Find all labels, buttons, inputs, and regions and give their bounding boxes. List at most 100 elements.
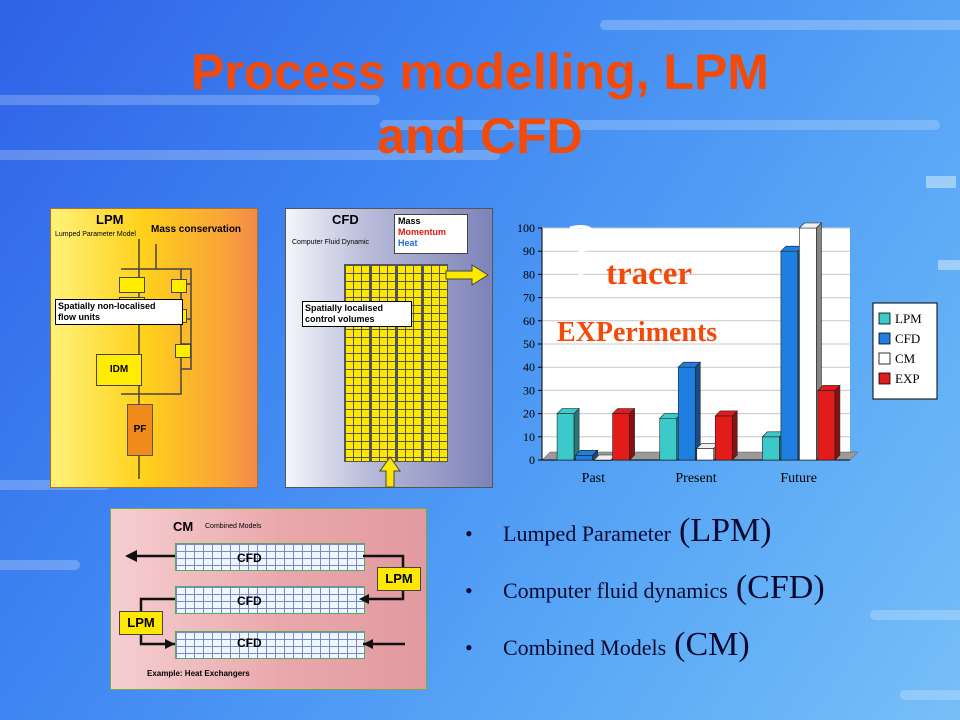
cm-cfd-grid <box>175 586 365 614</box>
bullet-abbr: (CM) <box>674 626 750 663</box>
lpm-unit <box>171 279 187 293</box>
bar-side <box>834 384 841 461</box>
cfd-grid-column <box>396 264 422 462</box>
cm-cfd-label: CFD <box>237 636 262 650</box>
decor-streak <box>900 690 960 700</box>
tracer-label: tracer <box>606 256 693 292</box>
experiments-label: EXPeriments <box>557 317 718 348</box>
lpm-unit <box>175 344 191 358</box>
cm-lpm-right-box: LPM <box>377 567 421 591</box>
bar <box>799 227 817 461</box>
y-tick-label: 80 <box>523 267 535 281</box>
lpm-callout: Spatially non-localised flow units <box>55 299 183 325</box>
y-tick-label: 0 <box>529 453 535 467</box>
bar <box>817 390 836 461</box>
cm-lpm-left-box: LPM <box>119 611 163 635</box>
cm-cfd-label: CFD <box>237 594 262 608</box>
cfd-callout: Spatially localised control volumes <box>302 301 412 327</box>
decor-streak <box>0 95 380 105</box>
y-tick-label: 60 <box>523 314 535 328</box>
legend-label: EXP <box>895 371 920 386</box>
lpm-diagram: LPM Lumped Parameter Model Mass conserva… <box>50 208 258 488</box>
pf-block: PF <box>127 404 153 456</box>
bullet-dot: • <box>465 521 473 546</box>
bar <box>780 250 799 461</box>
cm-panel-title: CM <box>173 519 194 534</box>
legend-mass: Mass <box>398 216 421 226</box>
y-tick-label: 10 <box>523 430 535 444</box>
cfd-arrows <box>379 264 489 487</box>
bar <box>714 415 733 461</box>
cfd-panel-title: CFD <box>332 212 359 227</box>
legend-label: CFD <box>895 331 920 346</box>
legend-swatch <box>878 332 891 345</box>
bar-side <box>629 407 635 461</box>
lpm-network-lines <box>121 239 192 479</box>
lpm-callout-line-2: flow units <box>58 312 100 322</box>
bar <box>575 455 593 461</box>
cfd-grid-column <box>370 264 396 462</box>
decor-streak <box>870 610 960 620</box>
y-tick-label: 50 <box>523 337 535 351</box>
y-tick-label: 40 <box>523 360 535 374</box>
cm-diagram: CM Combined Models CFD CFD CFD LPM <box>110 508 427 690</box>
cfd-callout-line-1: Spatially localised <box>305 303 384 313</box>
bullet-dot: • <box>465 635 473 660</box>
bar-side <box>592 449 598 461</box>
legend-label: LPM <box>895 311 922 326</box>
cm-footer: Example: Heat Exchangers <box>147 669 250 678</box>
slide-title: Process modelling, LPM and CFD <box>60 40 900 168</box>
legend-label: CM <box>895 351 916 366</box>
bar <box>612 413 630 461</box>
lpm-panel-subtitle: Lumped Parameter Model <box>55 231 136 238</box>
lpm-unit <box>119 277 145 293</box>
bullet-dot: • <box>465 578 473 603</box>
x-tick-label: Present <box>675 471 716 486</box>
bar <box>762 436 780 461</box>
cm-flow-lines <box>125 550 405 649</box>
legend-momentum: Momentum <box>398 227 446 237</box>
cfd-grid-column <box>422 264 448 462</box>
question-mark: ? <box>566 209 599 291</box>
bullet-text: Lumped Parameter <box>503 521 671 546</box>
y-tick-label: 20 <box>523 407 535 421</box>
decor-streak <box>600 20 960 30</box>
decor-block <box>938 260 960 270</box>
bullet-item: • Combined Models (CM) <box>465 626 825 683</box>
lpm-panel-title: LPM <box>96 212 124 227</box>
legend-swatch <box>878 372 891 385</box>
cm-cfd-grid <box>175 631 365 659</box>
cfd-grid-column <box>344 264 370 462</box>
y-tick-label: 90 <box>523 244 535 258</box>
bar <box>659 417 678 461</box>
cm-panel-subtitle: Combined Models <box>205 523 262 530</box>
bullet-text: Computer fluid dynamics <box>503 578 728 603</box>
legend-heat: Heat <box>398 238 418 248</box>
idm-block: IDM <box>96 354 142 386</box>
decor-block <box>926 176 956 188</box>
cm-cfd-label: CFD <box>237 551 262 565</box>
y-tick-label: 70 <box>523 291 535 305</box>
decor-streak <box>0 560 80 570</box>
bullet-item: • Lumped Parameter (LPM) <box>465 512 825 569</box>
cm-cfd-grid <box>175 543 365 571</box>
bar-side <box>731 410 738 461</box>
cfd-legend-box: Mass Momentum Heat <box>394 214 468 254</box>
cfd-callout-line-2: control volumes <box>305 314 375 324</box>
mass-conservation-label: Mass conservation <box>151 224 242 235</box>
lpm-callout-line-1: Spatially non-localised <box>58 301 156 311</box>
bar <box>556 413 575 461</box>
x-tick-label: Future <box>780 471 817 486</box>
bar <box>696 448 715 461</box>
bullet-item: • Computer fluid dynamics (CFD) <box>465 569 825 626</box>
legend-swatch <box>878 352 891 365</box>
y-tick-label: 100 <box>517 221 535 235</box>
bullet-text: Combined Models <box>503 635 667 660</box>
bar <box>677 366 696 461</box>
cfd-diagram: CFD Computer Fluid Dynamic Mass Momentum… <box>285 208 493 488</box>
decor-streak <box>380 120 940 130</box>
title-line-1: Process modelling, LPM <box>191 44 769 100</box>
bullet-list: • Lumped Parameter (LPM) • Computer flui… <box>465 512 825 683</box>
